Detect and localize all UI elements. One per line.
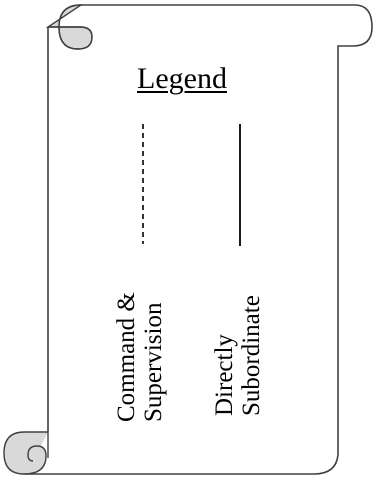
legend-item-command-supervision: Command & Supervision	[113, 292, 167, 422]
scroll-body	[24, 4, 373, 475]
directly-label: Directly	[211, 334, 238, 416]
supervision-label: Supervision	[140, 302, 167, 422]
legend-title: Legend	[137, 62, 227, 95]
scroll-top-curl-edge	[48, 4, 93, 50]
command-label: Command &	[113, 292, 140, 422]
subordinate-label: Subordinate	[238, 295, 265, 416]
scroll-bottom-curl	[3, 431, 48, 475]
legend-item-directly-subordinate: Directly Subordinate	[211, 295, 265, 416]
